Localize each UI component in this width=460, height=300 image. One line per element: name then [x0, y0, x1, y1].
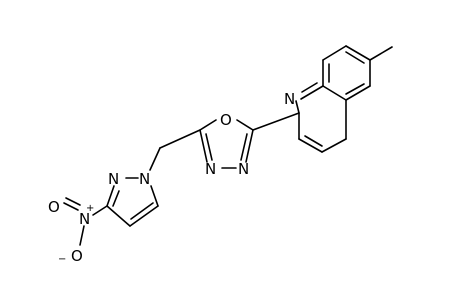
bond-ox-c5-o1 — [236, 119, 254, 131]
atom-o-nitro-2: O — [71, 247, 83, 265]
bond-layer — [63, 45, 393, 246]
bond-pz-c3-c4 — [106, 205, 131, 227]
bond-q-c7-c6-inner — [345, 51, 365, 64]
bond-c3-nitro — [92, 205, 108, 216]
bond-ch2-pyrazole — [149, 147, 161, 171]
bond-ox-n4-c5-inner — [240, 133, 248, 161]
bond-q-c5-c4a-inner — [345, 83, 365, 95]
bond-q-c7-c6 — [345, 45, 371, 61]
bond-q-c3-c4-inner — [304, 135, 323, 147]
bond-ox-n4-c5 — [245, 129, 254, 163]
atom-n-quinoline: N — [284, 90, 295, 108]
bond-ox-c2-n3-inner — [205, 133, 213, 161]
charge-plus-nitro: + — [86, 203, 94, 214]
bond-q-c5-c4a — [345, 85, 371, 101]
bond-nitro-o2 — [79, 225, 85, 246]
atom-n-nitro: N — [79, 210, 90, 228]
bond-pz-n2-c3-inner — [112, 190, 120, 207]
bond-ox-ch2 — [159, 129, 201, 149]
bond-pz-c4-c5-inner — [130, 202, 154, 220]
atom-o-oxadiazole: O — [220, 111, 232, 129]
atom-n-pyrazole-2: N — [108, 170, 119, 188]
charge-minus-oxygen: − — [58, 254, 66, 265]
bond-pz-c5-n1 — [150, 185, 159, 207]
bond-q-c8-c7 — [322, 45, 347, 61]
bond-nitro-o1 — [63, 202, 79, 211]
bond-q-c3-c4 — [298, 138, 323, 153]
bond-methyl — [369, 46, 393, 61]
atom-n-oxadiazole-4: N — [238, 160, 249, 178]
atom-n-pyrazole-1: N — [139, 170, 150, 188]
bond-q-n1-c2 — [295, 100, 300, 114]
bond-pz-c4-c5 — [129, 205, 159, 227]
atom-label-layer: N O N N N N N + O O − — [48, 90, 295, 265]
bond-ox-o1-c2 — [199, 119, 217, 131]
bond-nitro-o1-inner — [65, 197, 81, 206]
atom-n-oxadiazole-3: N — [205, 160, 216, 178]
bond-q-c8a-n1-inner — [301, 82, 318, 93]
atom-o-nitro-1: O — [48, 198, 60, 216]
bond-q-c8a-n1 — [300, 85, 324, 100]
bond-pz-n2-c3 — [106, 185, 115, 207]
bond-q-c4-c4a — [321, 138, 347, 153]
bond-q-c4a-c8a — [322, 85, 347, 101]
bond-ox-c2-n3 — [199, 129, 208, 163]
bond-quinoline-oxadiazole — [252, 112, 300, 131]
